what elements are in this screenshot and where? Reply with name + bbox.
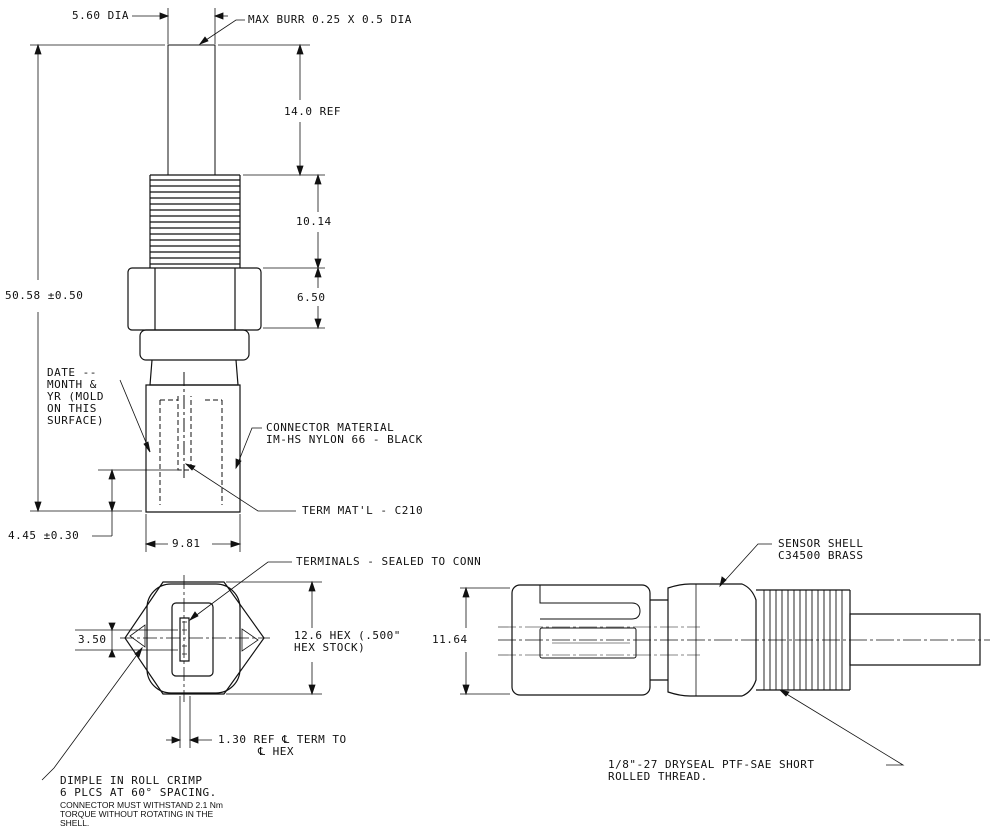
side-terminal-window (540, 628, 636, 658)
label-10-14: 10.14 (296, 215, 332, 228)
torque-note-line: CONNECTOR MUST WITHSTAND 2.1 Nm (60, 800, 223, 810)
side-probe-tip (850, 614, 980, 665)
term-offset-line: ℄ HEX (258, 745, 295, 758)
thread-note-line: ROLLED THREAD. (608, 770, 708, 783)
hex-note-line: HEX STOCK) (294, 641, 366, 654)
label-3-50: 3.50 (78, 633, 107, 646)
date-note-line: DATE -- (47, 366, 97, 379)
label-overall-length: 50.58 ±0.50 (5, 289, 84, 302)
connector-material-note: CONNECTOR MATERIAL IM-HS NYLON 66 - BLAC… (266, 422, 423, 446)
term-offset-note: 1.30 REF ℄ TERM TO ℄ HEX (218, 734, 347, 758)
side-view (498, 584, 990, 696)
torque-note-line: TORQUE WITHOUT ROTATING IN THE (60, 809, 214, 819)
torque-note-line: SHELL. (60, 818, 90, 828)
thread-section (150, 175, 240, 268)
thread-note-line: 1/8"-27 DRYSEAL PTF-SAE SHORT (608, 758, 815, 771)
dimple-note-line: 6 PLCS AT 60° SPACING. (60, 786, 217, 799)
hex-body (128, 268, 261, 330)
dimple-note: DIMPLE IN ROLL CRIMP 6 PLCS AT 60° SPACI… (60, 775, 217, 799)
terminal-pocket (160, 396, 222, 505)
date-note-line: ON THIS (47, 402, 97, 415)
side-hex (668, 584, 756, 696)
connector-material-line: CONNECTOR MATERIAL (266, 421, 395, 434)
label-term-material: TERM MAT'L - C210 (302, 504, 424, 517)
label-5-60-dia: 5.60 DIA (72, 9, 129, 22)
hex-note: 12.6 HEX (.500" HEX STOCK) (294, 630, 401, 654)
collar (140, 330, 249, 360)
connector-neck (150, 360, 238, 385)
side-neck (650, 600, 668, 680)
side-latch (540, 585, 640, 619)
sensor-shell-line: C34500 BRASS (778, 549, 864, 562)
thread-note: 1/8"-27 DRYSEAL PTF-SAE SHORT ROLLED THR… (608, 759, 815, 783)
side-view-dimensions (460, 544, 903, 765)
dimple-note-line: DIMPLE IN ROLL CRIMP (60, 774, 203, 787)
label-6-50: 6.50 (297, 291, 326, 304)
front-dimensions (30, 8, 325, 552)
hex-note-line: 12.6 HEX (.500" (294, 629, 401, 642)
end-view-dimensions (42, 562, 322, 780)
probe-tip (168, 45, 215, 175)
sensor-shell-note: SENSOR SHELL C34500 BRASS (778, 538, 863, 562)
label-4-45: 4.45 ±0.30 (8, 529, 80, 542)
end-view-dimples (130, 625, 258, 651)
label-11-64: 11.64 (432, 633, 468, 646)
end-view-connector (147, 584, 240, 693)
date-note: DATE -- MONTH & YR (MOLD ON THIS SURFACE… (47, 367, 104, 427)
end-view (120, 575, 270, 702)
date-note-line: MONTH & (47, 378, 97, 391)
end-view-terminal (180, 618, 189, 661)
term-offset-line: 1.30 REF ℄ TERM TO (218, 733, 347, 746)
date-note-line: YR (MOLD (47, 390, 104, 403)
label-max-burr: MAX BURR 0.25 X 0.5 DIA (248, 13, 412, 26)
end-view-terminal-cavity (172, 603, 213, 676)
label-14-ref: 14.0 REF (284, 105, 341, 118)
label-terminals: TERMINALS - SEALED TO CONN (296, 555, 482, 568)
sensor-shell-line: SENSOR SHELL (778, 537, 864, 550)
torque-note: CONNECTOR MUST WITHSTAND 2.1 Nm TORQUE W… (60, 801, 223, 828)
label-9-81: 9.81 (172, 537, 201, 550)
connector-body (146, 385, 240, 512)
connector-material-line: IM-HS NYLON 66 - BLACK (266, 433, 423, 446)
front-view (128, 45, 261, 512)
date-note-line: SURFACE) (47, 414, 104, 427)
